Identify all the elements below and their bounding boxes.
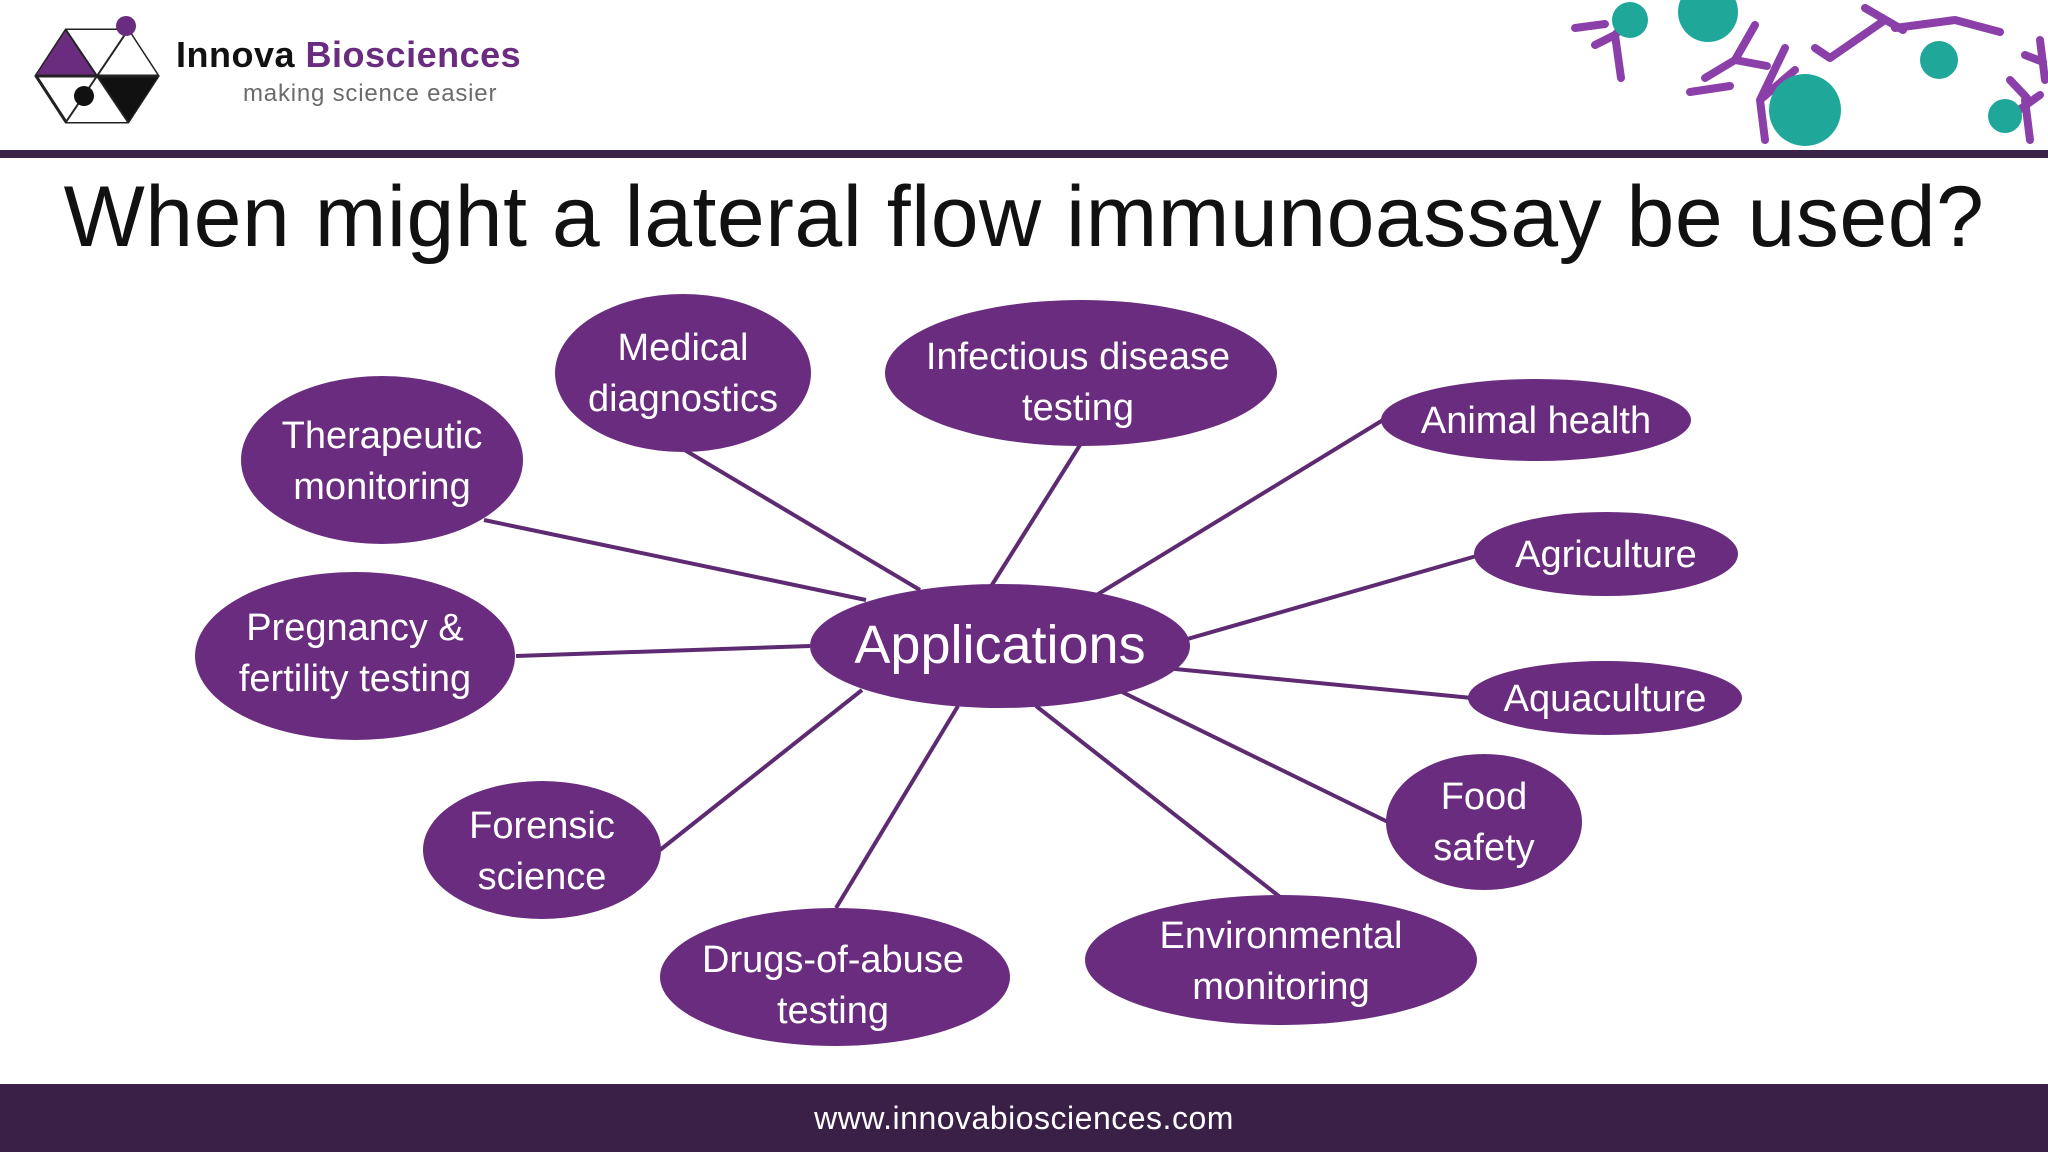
connector-aquaculture	[1164, 666, 1473, 700]
innova-logo-icon	[34, 16, 160, 124]
node-animal-line1: Animal health	[1421, 400, 1651, 442]
brand-name-part2: Biosciences	[305, 34, 522, 75]
node-pregnancy-line2: fertility testing	[239, 658, 471, 700]
connector-environmental	[1034, 704, 1282, 899]
connector-therapeutic	[483, 518, 867, 602]
node-pregnancy-line1: Pregnancy &	[246, 607, 464, 649]
node-drugs-line2: testing	[777, 990, 889, 1032]
node-agriculture: Agriculture	[1474, 512, 1738, 596]
applications-diagram: Applications Medical diagnostics Infecti…	[195, 294, 1742, 1046]
node-medical: Medical diagnostics	[555, 294, 811, 452]
node-therapeutic-line2: monitoring	[293, 466, 470, 508]
node-environmental: Environmental monitoring	[1085, 895, 1477, 1025]
node-infectious-line2: testing	[1022, 387, 1134, 429]
node-food: Food safety	[1386, 754, 1582, 890]
connector-pregnancy	[515, 644, 811, 658]
node-environmental-line1: Environmental	[1160, 915, 1403, 957]
node-forensic-line1: Forensic	[469, 805, 615, 847]
connector-infectious	[988, 443, 1082, 590]
footer-url: www.innovabiosciences.com	[0, 1084, 2048, 1152]
brand-tagline: making science easier	[243, 80, 498, 107]
node-food-line2: safety	[1433, 827, 1534, 869]
node-therapeutic: Therapeutic monitoring	[241, 376, 523, 544]
connector-forensic	[658, 688, 864, 852]
node-environmental-line2: monitoring	[1192, 966, 1369, 1008]
node-medical-line1: Medical	[618, 327, 749, 369]
brand-name-part1: Innova	[176, 34, 296, 75]
node-infectious-line1: Infectious disease	[926, 336, 1230, 378]
antibody-illustration-icon	[1571, 0, 2048, 146]
center-node: Applications	[810, 584, 1190, 708]
connector-animal	[1093, 418, 1385, 598]
brand-name: Innova Biosciences	[176, 34, 521, 76]
node-forensic-line2: science	[478, 856, 607, 898]
node-pregnancy: Pregnancy & fertility testing	[195, 572, 515, 740]
node-drugs-line1: Drugs-of-abuse	[702, 939, 964, 981]
header: Innova Biosciences making science easier	[0, 0, 2048, 152]
node-animal: Animal health	[1381, 379, 1691, 461]
node-food-line1: Food	[1441, 776, 1528, 818]
connector-medical	[681, 447, 922, 592]
node-drugs: Drugs-of-abuse testing	[660, 908, 1010, 1046]
node-medical-line2: diagnostics	[588, 378, 778, 420]
connector-food	[1117, 688, 1391, 825]
node-agriculture-line1: Agriculture	[1515, 534, 1697, 576]
node-aquaculture-line1: Aquaculture	[1504, 678, 1707, 720]
center-label: Applications	[854, 615, 1145, 675]
node-aquaculture: Aquaculture	[1468, 661, 1742, 735]
slide-title: When might a lateral flow immunoassay be…	[63, 169, 1985, 265]
header-divider	[0, 150, 2048, 158]
node-therapeutic-line1: Therapeutic	[282, 415, 483, 457]
node-infectious: Infectious disease testing	[885, 300, 1277, 446]
connector-drugs	[834, 704, 960, 910]
node-forensic: Forensic science	[423, 781, 661, 919]
connector-agriculture	[1169, 553, 1481, 646]
